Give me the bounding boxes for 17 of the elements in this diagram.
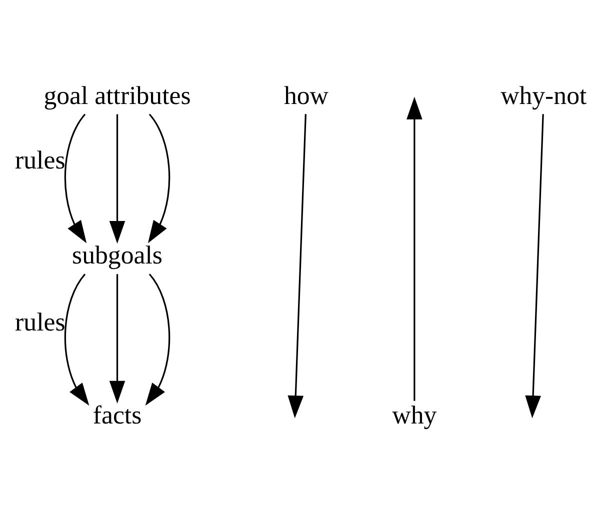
node-text: why <box>392 400 437 430</box>
arrow <box>525 114 544 418</box>
arrow <box>145 273 170 406</box>
arrow <box>288 114 306 418</box>
arrow <box>64 113 87 243</box>
node-text: facts <box>92 400 142 430</box>
node-text: why-not <box>500 80 587 110</box>
node-text: subgoals <box>72 240 162 270</box>
node-text: how <box>284 80 328 110</box>
edge-label: rules <box>15 307 66 336</box>
node-text: goal attributes <box>44 80 191 110</box>
arrow <box>109 114 126 244</box>
edge-label: rules <box>15 145 66 174</box>
arrow <box>406 96 422 400</box>
arrow <box>109 274 126 403</box>
arrow <box>148 113 170 243</box>
arrow <box>64 273 90 406</box>
